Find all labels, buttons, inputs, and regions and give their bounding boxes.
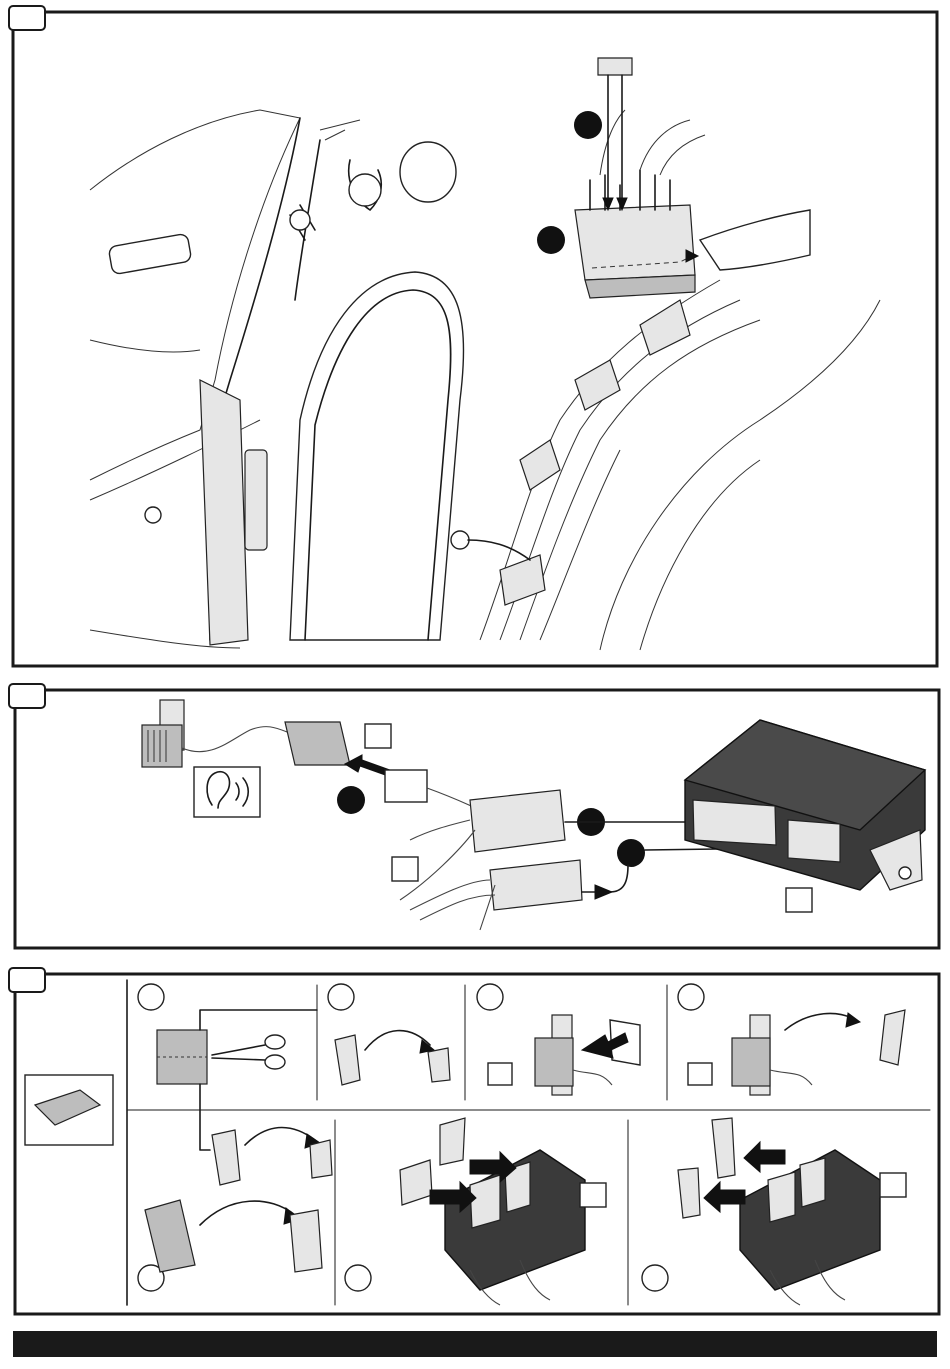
step-circle-2 xyxy=(328,984,354,1010)
panel-1-frame xyxy=(13,12,937,666)
module-port-1 xyxy=(693,800,776,845)
callout-box-3 xyxy=(786,888,812,912)
panel-2-tab xyxy=(9,684,45,708)
step-marker-a xyxy=(337,786,365,814)
callout-box-6 xyxy=(580,1183,606,1207)
panel-1 xyxy=(9,6,937,666)
callout-box-4 xyxy=(488,1063,512,1085)
step-circle-4 xyxy=(678,984,704,1010)
callout-box-1 xyxy=(365,724,391,748)
callout-box-7 xyxy=(880,1173,906,1197)
panel-1-tab xyxy=(9,6,45,30)
connector-body xyxy=(575,205,695,280)
step-marker-c xyxy=(617,839,645,867)
step-circle-6 xyxy=(345,1265,371,1291)
module-port-2 xyxy=(788,820,840,862)
fuse xyxy=(598,58,632,75)
lamp-socket xyxy=(349,174,381,206)
panel-3 xyxy=(9,968,939,1314)
footer-bar xyxy=(13,1331,937,1357)
step-circle-7 xyxy=(642,1265,668,1291)
bolt xyxy=(290,210,310,230)
rubber-cap xyxy=(400,142,456,202)
callout-box-2 xyxy=(392,857,418,881)
buzzer-body-3 xyxy=(535,1038,573,1086)
step-circle-1 xyxy=(138,984,164,1010)
callout-box-5 xyxy=(688,1063,712,1085)
step-marker-2 xyxy=(537,226,565,254)
body-hole xyxy=(145,507,161,523)
mating-plug xyxy=(385,770,427,802)
grommet xyxy=(451,531,469,549)
panel-3-tab xyxy=(9,968,45,992)
door-latch xyxy=(245,450,267,550)
buzzer-body-4 xyxy=(732,1038,770,1086)
step-marker-1 xyxy=(574,111,602,139)
panel-2 xyxy=(9,684,939,948)
step-circle-3 xyxy=(477,984,503,1010)
buzzer-plug xyxy=(285,722,350,765)
